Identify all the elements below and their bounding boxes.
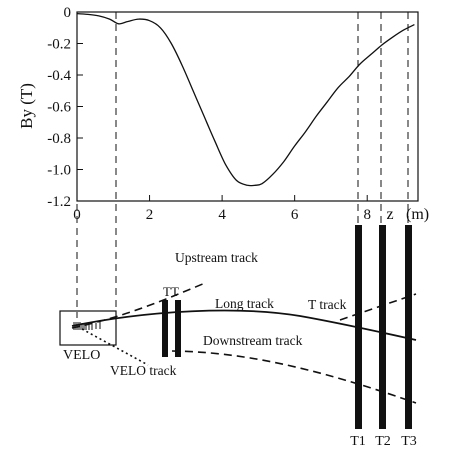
detector-diagram: Upstream track TT Long track T track Dow… <box>59 225 417 449</box>
x-tick-label: 0 <box>73 207 81 223</box>
y-tick-label: -1.0 <box>47 163 71 179</box>
x-tick-label: 8 <box>363 207 371 223</box>
y-axis-ticks: 0 -0.2 -0.4 -0.6 -0.8 -1.0 -1.2 <box>47 5 83 210</box>
field-plot: 0 -0.2 -0.4 -0.6 -0.8 -1.0 -1.2 0 2 4 6 8 By (T) z… <box>17 5 429 223</box>
y-tick-label: -1.2 <box>47 194 71 210</box>
plot-frame <box>76 11 419 202</box>
t-track <box>339 293 417 321</box>
label-t2: T2 <box>375 434 391 449</box>
x-axis-ticks: 0 2 4 6 8 <box>73 195 371 223</box>
y-tick-label: -0.2 <box>47 37 71 53</box>
x-axis-unit: (m) <box>406 206 429 223</box>
x-tick-label: 6 <box>291 207 299 223</box>
long-track <box>71 309 417 341</box>
tt-station-1 <box>162 300 168 357</box>
label-upstream-track: Upstream track <box>175 250 258 265</box>
reference-lines <box>76 12 409 318</box>
y-tick-label: 0 <box>64 5 72 21</box>
downstream-track <box>171 350 417 404</box>
t2-station <box>379 225 386 429</box>
label-t3: T3 <box>401 434 417 449</box>
label-velo: VELO <box>63 348 100 363</box>
t3-station <box>405 225 412 429</box>
label-tt: TT <box>163 284 179 299</box>
y-tick-label: -0.4 <box>47 68 71 84</box>
x-tick-label: 4 <box>218 207 226 223</box>
label-downstream-track: Downstream track <box>203 333 303 348</box>
x-tick-label: 2 <box>146 207 154 223</box>
label-t1: T1 <box>350 434 366 449</box>
tt-station-2 <box>175 300 181 357</box>
by-field-curve <box>76 12 415 187</box>
y-axis-label: By (T) <box>17 83 36 129</box>
y-tick-label: -0.8 <box>47 131 71 147</box>
x-axis-label: z <box>386 206 393 223</box>
y-tick-label: -0.6 <box>47 100 71 116</box>
velo-box <box>59 310 117 346</box>
label-long-track: Long track <box>215 296 274 311</box>
label-velo-track: VELO track <box>110 363 177 378</box>
label-t-track: T track <box>308 297 347 312</box>
upstream-track <box>71 282 206 329</box>
